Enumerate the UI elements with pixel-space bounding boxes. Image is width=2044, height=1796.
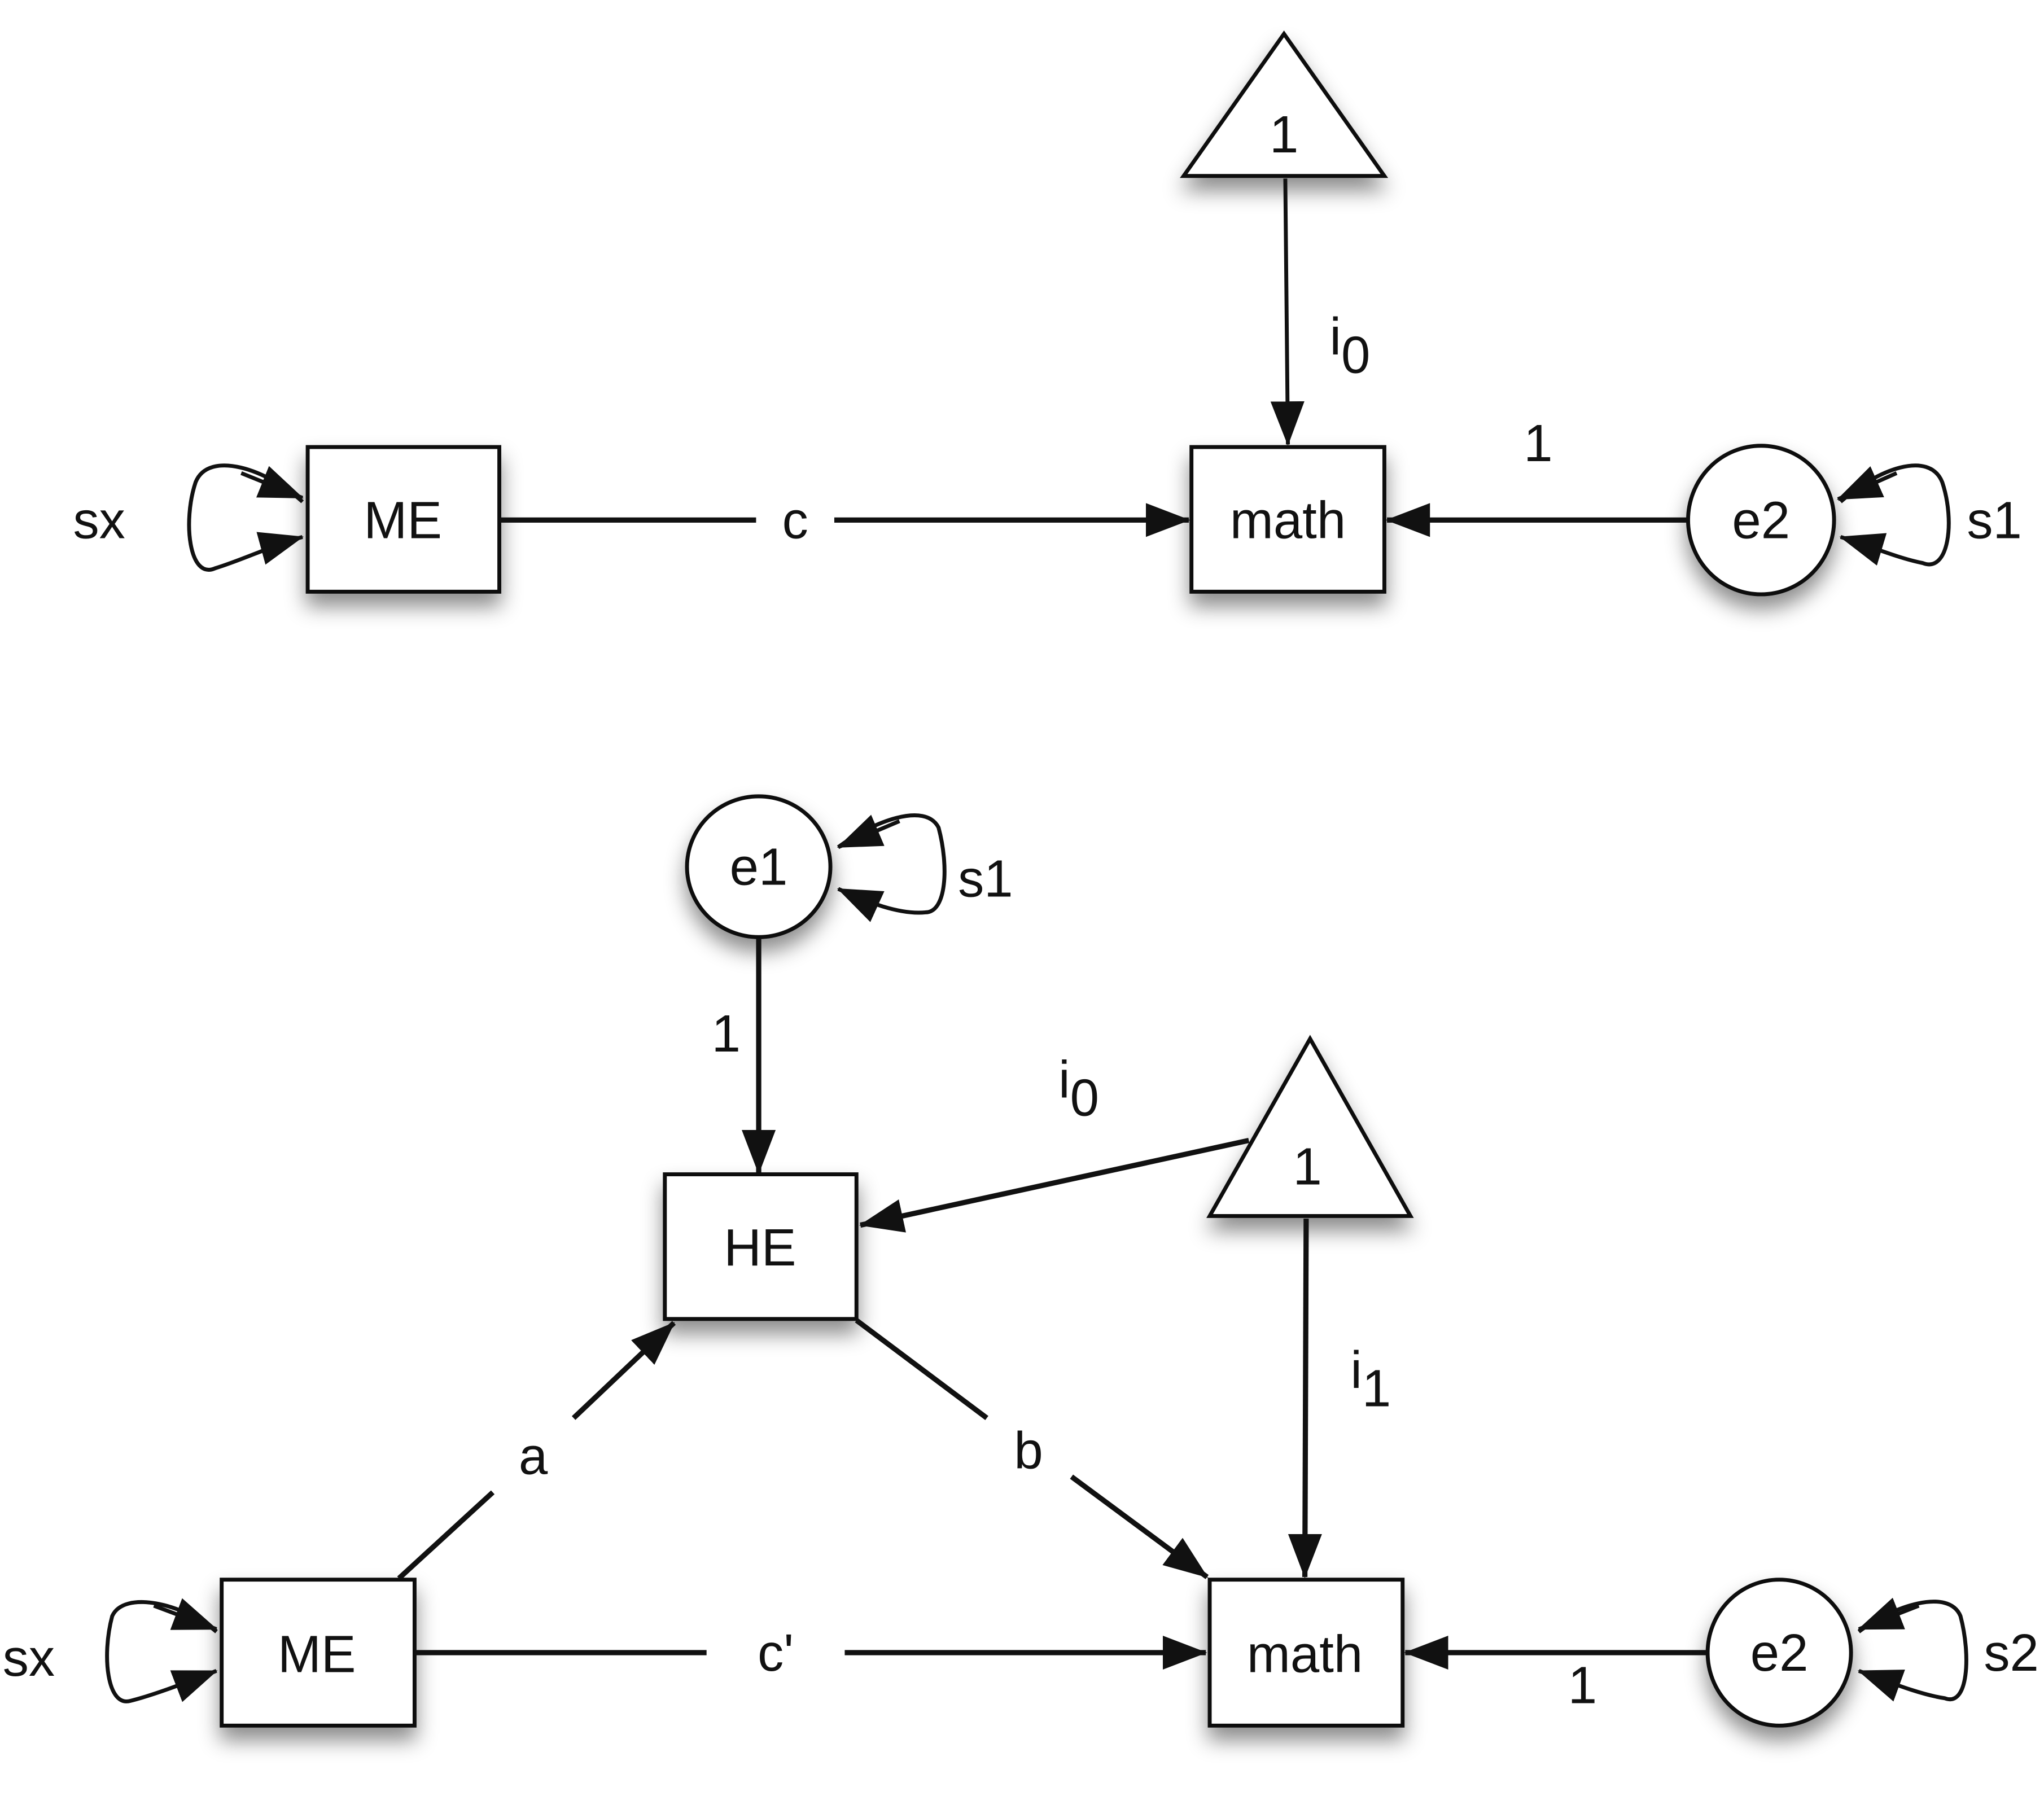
bottom-me-label: ME: [278, 1624, 356, 1683]
bottom-s1-arrowhead: [837, 814, 900, 849]
bottom-math-node[interactable]: math: [1207, 1578, 1405, 1728]
bottom-e2-node[interactable]: e2: [1705, 1578, 1853, 1728]
bottom-a-label: a: [519, 1426, 548, 1485]
top-math-label: math: [1230, 490, 1346, 549]
bottom-sx-variance-loop: [105, 1600, 218, 1703]
top-c-label: c: [782, 490, 808, 549]
top-i0-label: i0: [1329, 307, 1370, 384]
bottom-constant-node[interactable]: 1: [1206, 1035, 1414, 1218]
bottom-e2-label: e2: [1750, 1623, 1809, 1682]
bottom-s2-label: s2: [1984, 1623, 2039, 1682]
bottom-s1-label: s1: [958, 849, 1013, 908]
top-sx-variance-loop: [187, 463, 304, 572]
bottom-a-path-upper: [571, 1321, 676, 1420]
bottom-model: e1 s1 1 HE 1 i0 i1 a b: [3, 794, 2039, 1728]
bottom-he-node[interactable]: HE: [663, 1172, 859, 1321]
top-model: 1 i0 ME sx c math 1 e2: [73, 30, 2022, 597]
top-sx-arrowhead: [240, 466, 304, 500]
top-me-label: ME: [364, 490, 442, 549]
top-sx-label: sx: [73, 490, 125, 549]
bottom-s2-variance-loop: [1857, 1600, 1968, 1702]
top-s1-variance-loop: [1839, 463, 1951, 567]
bottom-e2-to-math-label: 1: [1568, 1656, 1597, 1715]
bottom-i1-label: i1: [1350, 1341, 1391, 1417]
top-i0-path: [1270, 178, 1305, 446]
bottom-a-path-lower: [397, 1490, 495, 1580]
bottom-math-label: math: [1247, 1624, 1363, 1683]
bottom-i0-label: i0: [1058, 1050, 1099, 1127]
top-constant-label: 1: [1270, 105, 1298, 164]
top-s1-label: s1: [1967, 490, 2022, 549]
bottom-b-path-upper: [855, 1318, 988, 1421]
bottom-b-path-lower: [1070, 1474, 1209, 1579]
bottom-i1-path: [1288, 1219, 1322, 1579]
bottom-s2-arrowhead: [1857, 1597, 1920, 1631]
bottom-he-label: HE: [724, 1218, 796, 1277]
bottom-e1-node[interactable]: e1: [685, 794, 833, 939]
bottom-sx-arrowhead: [153, 1598, 218, 1631]
bottom-constant-label: 1: [1293, 1137, 1322, 1196]
bottom-e1-label: e1: [730, 838, 788, 896]
bottom-sx-label: sx: [3, 1628, 55, 1687]
bottom-c-prime-label: c': [758, 1623, 794, 1682]
bottom-me-node[interactable]: ME: [220, 1578, 417, 1728]
bottom-s1-variance-loop: [837, 813, 947, 922]
bottom-i0-path: [859, 1137, 1250, 1233]
bottom-e1-to-he-label: 1: [712, 1004, 741, 1063]
top-me-node[interactable]: ME: [305, 445, 501, 594]
top-e2-label: e2: [1732, 490, 1790, 549]
top-e2-to-math-label: 1: [1524, 414, 1552, 472]
top-math-node[interactable]: math: [1189, 445, 1386, 594]
bottom-b-label: b: [1014, 1421, 1043, 1480]
top-e2-node[interactable]: e2: [1686, 444, 1836, 597]
top-constant-node[interactable]: 1: [1180, 30, 1389, 178]
top-s1-arrowhead: [1836, 466, 1898, 501]
